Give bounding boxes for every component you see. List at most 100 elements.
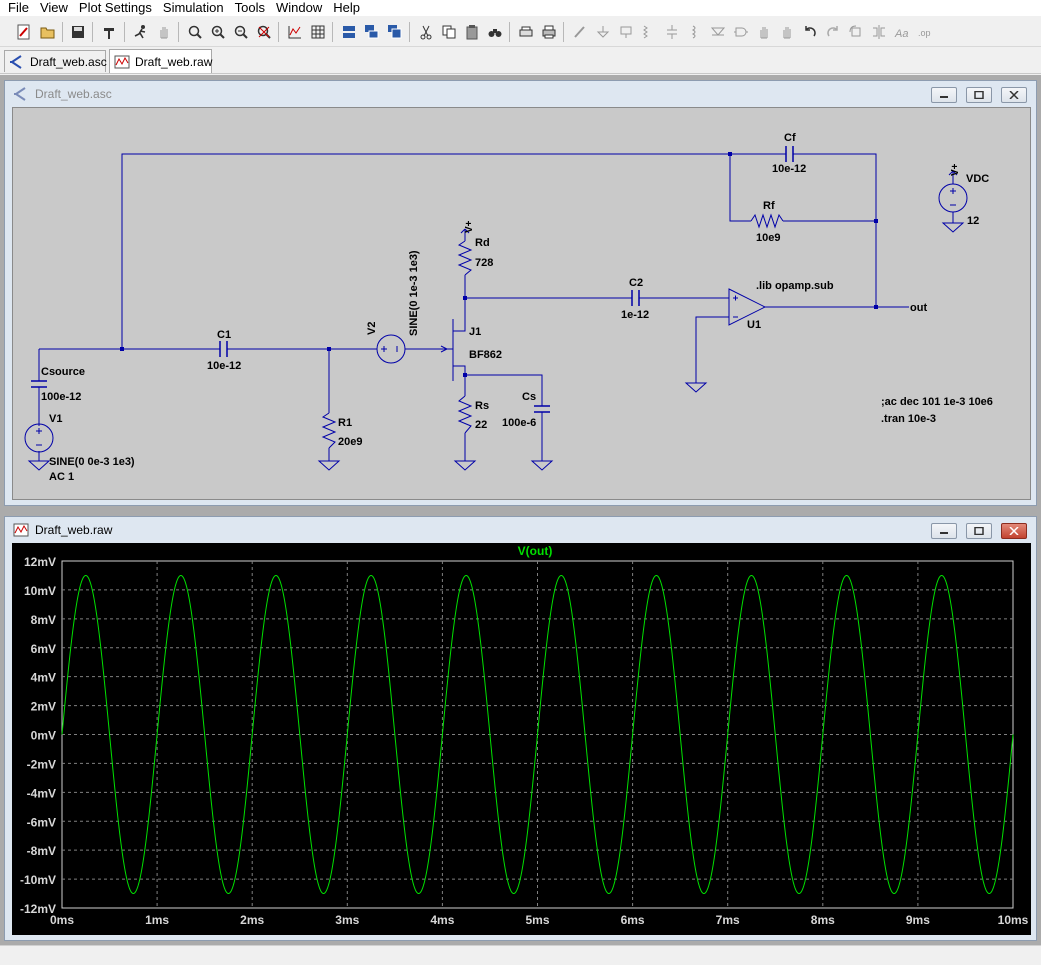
y-tick-label: 2mV: [31, 700, 56, 714]
x-tick-label: 5ms: [525, 913, 549, 927]
paste-icon[interactable]: [461, 21, 483, 43]
cs-value: 100e-6: [502, 417, 536, 429]
x-tick-label: 8ms: [811, 913, 835, 927]
plot-window-titlebar[interactable]: Draft_web.raw: [5, 517, 1036, 543]
open-folder-icon[interactable]: [37, 21, 59, 43]
c1-value: 10e-12: [207, 360, 241, 372]
autorange-icon[interactable]: [284, 21, 306, 43]
rs-value: 22: [475, 419, 487, 431]
menu-window[interactable]: Window: [275, 0, 323, 15]
r1-value: 20e9: [338, 436, 362, 448]
copy-icon[interactable]: [438, 21, 460, 43]
c1-name: C1: [217, 329, 231, 341]
zoom-out-icon[interactable]: [230, 21, 252, 43]
zoom-in-icon[interactable]: [207, 21, 229, 43]
trace-vout[interactable]: [61, 574, 1014, 895]
cut-icon[interactable]: [415, 21, 437, 43]
mirror-icon[interactable]: [868, 21, 890, 43]
menu-simulation[interactable]: Simulation: [162, 0, 224, 15]
zoom-fit-icon[interactable]: [253, 21, 275, 43]
close-button[interactable]: [1001, 87, 1027, 103]
j1-value: BF862: [469, 349, 502, 361]
y-tick-label: 8mV: [31, 613, 56, 627]
zoom-area-icon[interactable]: [184, 21, 206, 43]
new-schematic-icon[interactable]: [13, 21, 35, 43]
maximize-button[interactable]: [966, 523, 992, 539]
undo-icon[interactable]: [799, 21, 821, 43]
print-icon[interactable]: [538, 21, 560, 43]
minimize-button[interactable]: [931, 523, 957, 539]
rotate-icon[interactable]: [845, 21, 867, 43]
x-tick-label: 6ms: [621, 913, 645, 927]
x-tick-label: 3ms: [335, 913, 359, 927]
rs-name: Rs: [475, 400, 489, 412]
trace-label-vout[interactable]: V(out): [518, 544, 553, 558]
save-icon[interactable]: [67, 21, 89, 43]
move-hand-icon[interactable]: [753, 21, 775, 43]
x-tick-label: 1ms: [145, 913, 169, 927]
vplus-flag-rd: V+: [464, 220, 475, 233]
rd-name: Rd: [475, 237, 490, 249]
find-binoculars-icon[interactable]: [484, 21, 506, 43]
schematic-drawing: Cf 10e-12 Rf 10e9 VDC 12 Rd 728 C2 1e-12…: [24, 132, 993, 483]
menu-help[interactable]: Help: [333, 0, 360, 15]
x-tick-label: 10ms: [998, 913, 1029, 927]
tab-draft-web-raw[interactable]: Draft_web.raw: [109, 49, 212, 73]
cf-name: Cf: [784, 132, 796, 144]
tile-vertical-icon[interactable]: [384, 21, 406, 43]
y-tick-label: 12mV: [24, 555, 56, 569]
cascade-icon[interactable]: [361, 21, 383, 43]
schematic-canvas[interactable]: Cf 10e-12 Rf 10e9 VDC 12 Rd 728 C2 1e-12…: [12, 107, 1031, 500]
rd-value: 728: [475, 257, 493, 269]
spice-directive-icon[interactable]: .op: [914, 21, 936, 43]
redo-icon[interactable]: [822, 21, 844, 43]
drag-hand-icon[interactable]: [776, 21, 798, 43]
x-tick-label: 2ms: [240, 913, 264, 927]
close-button[interactable]: [1001, 523, 1027, 539]
tab-draft-web-asc[interactable]: Draft_web.asc: [4, 50, 107, 72]
run-icon[interactable]: [130, 21, 152, 43]
menu-plot-settings[interactable]: Plot Settings: [78, 0, 152, 15]
menu-bar: File View Plot Settings Simulation Tools…: [0, 0, 1041, 16]
ground-icon[interactable]: [592, 21, 614, 43]
tab-label: Draft_web.raw: [135, 54, 213, 69]
minimize-button[interactable]: [931, 87, 957, 103]
csource-name: Csource: [41, 366, 85, 378]
y-tick-label: 4mV: [31, 671, 56, 685]
c2-name: C2: [629, 277, 643, 289]
tile-horizontal-icon[interactable]: [338, 21, 360, 43]
cf-value: 10e-12: [772, 163, 806, 175]
v2-name: V2: [366, 322, 378, 335]
rf-name: Rf: [763, 200, 775, 212]
resistor-icon[interactable]: [638, 21, 660, 43]
y-tick-label: 0mV: [31, 729, 56, 743]
component-icon[interactable]: [730, 21, 752, 43]
schematic-window-title: Draft_web.asc: [35, 87, 112, 101]
waveform-icon: [114, 55, 130, 69]
x-tick-label: 9ms: [906, 913, 930, 927]
schematic-window-titlebar[interactable]: Draft_web.asc: [5, 81, 1036, 107]
x-tick-label: 4ms: [430, 913, 454, 927]
menu-tools[interactable]: Tools: [234, 0, 265, 15]
waveform-icon: [13, 523, 29, 537]
text-icon[interactable]: Aa: [891, 21, 913, 43]
menu-view[interactable]: View: [39, 0, 68, 15]
y-tick-label: -10mV: [20, 873, 56, 887]
pan-hand-icon[interactable]: [153, 21, 175, 43]
draw-wire-icon[interactable]: [569, 21, 591, 43]
grid-icon[interactable]: [307, 21, 329, 43]
label-net-icon[interactable]: [615, 21, 637, 43]
svg-text:.op: .op: [918, 28, 931, 38]
x-tick-label: 7ms: [716, 913, 740, 927]
vplus-flag-vdc: V+: [950, 163, 961, 176]
maximize-button[interactable]: [966, 87, 992, 103]
capacitor-icon[interactable]: [661, 21, 683, 43]
menu-file[interactable]: File: [8, 0, 29, 15]
inductor-icon[interactable]: [684, 21, 706, 43]
diode-icon[interactable]: [707, 21, 729, 43]
control-panel-hammer-icon[interactable]: [98, 21, 120, 43]
print-setup-icon[interactable]: [515, 21, 537, 43]
c2-value: 1e-12: [621, 309, 649, 321]
